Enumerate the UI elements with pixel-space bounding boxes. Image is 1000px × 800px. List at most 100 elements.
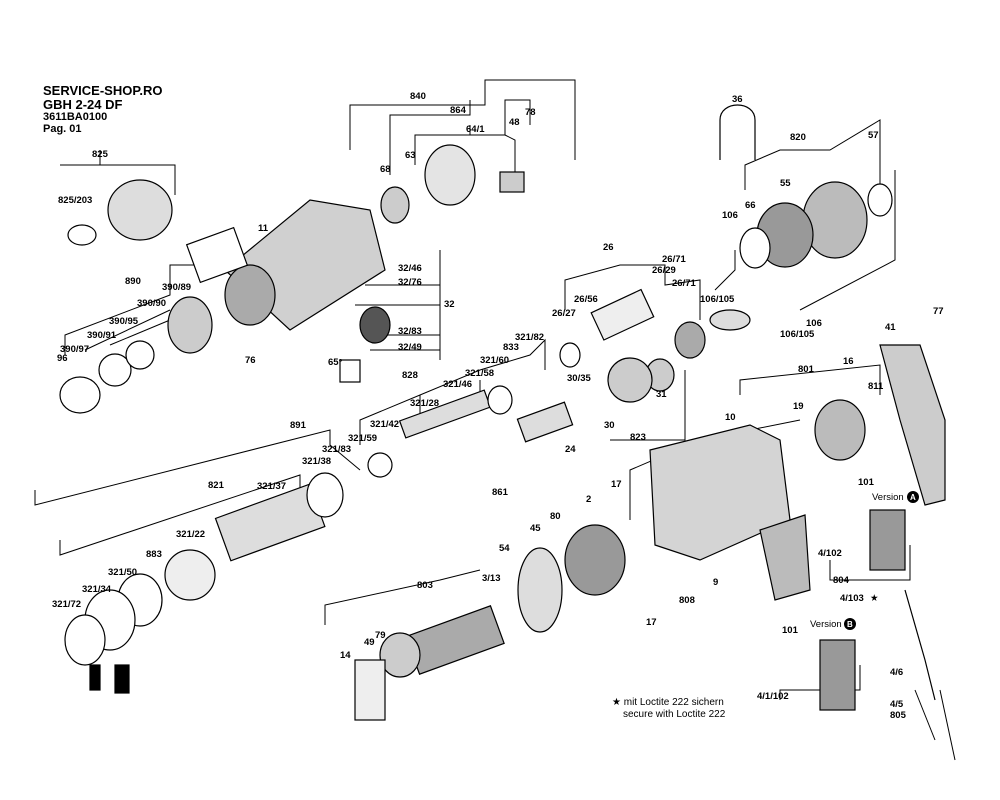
angle-label: 65° bbox=[328, 357, 343, 368]
part-label: 4/1/102 bbox=[757, 691, 789, 702]
part-label: 861 bbox=[492, 487, 509, 498]
part-label: 32 bbox=[444, 299, 455, 310]
part-label: 321/82 bbox=[515, 332, 544, 343]
version-b-badge-circle bbox=[844, 618, 856, 630]
part-label: 825/203 bbox=[58, 195, 92, 206]
part-label: 864 bbox=[450, 105, 467, 116]
part-label: 79 bbox=[375, 630, 386, 641]
part-label: 321/60 bbox=[480, 355, 509, 366]
part-label: 321/34 bbox=[82, 584, 112, 595]
part-label: 803 bbox=[417, 580, 433, 591]
version-b-badge: B bbox=[847, 620, 853, 629]
part-label: 77 bbox=[933, 306, 944, 317]
part-label: 106/105 bbox=[780, 329, 815, 340]
part-label: 808 bbox=[679, 595, 695, 606]
part-label: 36 bbox=[732, 94, 743, 105]
part-label: 804 bbox=[833, 575, 850, 586]
part-label: 321/46 bbox=[443, 379, 472, 390]
part-label: 3/13 bbox=[482, 573, 501, 584]
part-label: 26/71 bbox=[672, 278, 696, 289]
part-label: 68 bbox=[380, 164, 391, 175]
part-label: 30 bbox=[604, 420, 615, 431]
part-label: 26 bbox=[603, 242, 614, 253]
part-label: 32/49 bbox=[398, 342, 422, 353]
part-label: 32/46 bbox=[398, 263, 422, 274]
part-label: 390/95 bbox=[109, 316, 139, 327]
part-label: 31 bbox=[656, 389, 667, 400]
part-label: 321/37 bbox=[257, 481, 286, 492]
part-label: 805 bbox=[890, 710, 907, 721]
part-label: 106 bbox=[722, 210, 738, 221]
part-label: 321/83 bbox=[322, 444, 351, 455]
part-label: 4/102 bbox=[818, 548, 842, 559]
star-icon: ★ bbox=[612, 697, 621, 708]
part-label: 64/1 bbox=[466, 124, 485, 135]
part-label: 390/97 bbox=[60, 344, 89, 355]
part-label: 4/103 bbox=[840, 593, 864, 604]
loctite-note: ★ mit Loctite 222 sichern secure with Lo… bbox=[612, 697, 725, 721]
part-label: 823 bbox=[630, 432, 646, 443]
part-label: 55 bbox=[780, 178, 791, 189]
part-label: 2 bbox=[586, 494, 591, 505]
part-label: 390/91 bbox=[87, 330, 117, 341]
part-label: 14 bbox=[340, 650, 351, 661]
part-label: 32/76 bbox=[398, 277, 422, 288]
part-label: 321/28 bbox=[410, 398, 439, 409]
part-label: 4/6 bbox=[890, 667, 903, 678]
part-label: 390/90 bbox=[137, 298, 166, 309]
shop-title: SERVICE-SHOP.RO bbox=[43, 83, 163, 98]
part-label: 57 bbox=[868, 130, 879, 141]
part-label: 825 bbox=[92, 149, 109, 160]
part-label: 321/58 bbox=[465, 368, 494, 379]
part-label: 321/72 bbox=[52, 599, 81, 610]
version-a-badge: A bbox=[910, 493, 916, 502]
part-label: 66 bbox=[745, 200, 756, 211]
part-label: 24 bbox=[565, 444, 576, 455]
part-label: 106/105 bbox=[700, 294, 735, 305]
page-number: Pag. 01 bbox=[43, 123, 82, 135]
part-label: 78 bbox=[525, 107, 536, 118]
part-label: 96 bbox=[57, 353, 68, 364]
part-label: 101 bbox=[858, 477, 875, 488]
part-label: 16 bbox=[843, 356, 854, 367]
part-label: 101 bbox=[782, 625, 799, 636]
version-b-label: Version bbox=[810, 619, 842, 630]
part-labels: 840 864 78 48 64/1 63 68 825 825/203 11 … bbox=[52, 91, 944, 721]
part-label: 19 bbox=[793, 401, 804, 412]
part-label: 4/5 bbox=[890, 699, 904, 710]
part-label: 17 bbox=[611, 479, 622, 490]
part-label: 828 bbox=[402, 370, 418, 381]
part-shapes bbox=[59, 104, 946, 721]
part-label: 811 bbox=[868, 381, 884, 392]
part-label: 48 bbox=[509, 117, 520, 128]
part-label: 321/50 bbox=[108, 567, 137, 578]
version-a-label: Version bbox=[872, 492, 904, 503]
part-label: 9 bbox=[713, 577, 718, 588]
part-label: 821 bbox=[208, 480, 225, 491]
part-label: 26/27 bbox=[552, 308, 576, 319]
part-label: 26/56 bbox=[574, 294, 598, 305]
part-label: 833 bbox=[503, 342, 519, 353]
part-label: 54 bbox=[499, 543, 510, 554]
part-label: 820 bbox=[790, 132, 806, 143]
leader-lines bbox=[34, 79, 956, 761]
part-label: 11 bbox=[258, 223, 269, 234]
part-label: 890 bbox=[125, 276, 141, 287]
part-label: 840 bbox=[410, 91, 426, 102]
part-label: 883 bbox=[146, 549, 162, 560]
part-label: 321/38 bbox=[302, 456, 331, 467]
part-label: 41 bbox=[885, 322, 896, 333]
model-title: GBH 2-24 DF bbox=[43, 97, 123, 112]
part-label: 891 bbox=[290, 420, 307, 431]
part-label: 390/89 bbox=[162, 282, 191, 293]
part-label: 80 bbox=[550, 511, 561, 522]
star-icon: ★ bbox=[870, 593, 879, 604]
part-label: 63 bbox=[405, 150, 416, 161]
part-label: 30/35 bbox=[567, 373, 591, 384]
part-label: 321/59 bbox=[348, 433, 377, 444]
part-label: 10 bbox=[725, 412, 736, 423]
version-a-badge-circle bbox=[907, 491, 919, 503]
part-label: 45 bbox=[530, 523, 541, 534]
part-label: 26/71 bbox=[662, 254, 686, 265]
